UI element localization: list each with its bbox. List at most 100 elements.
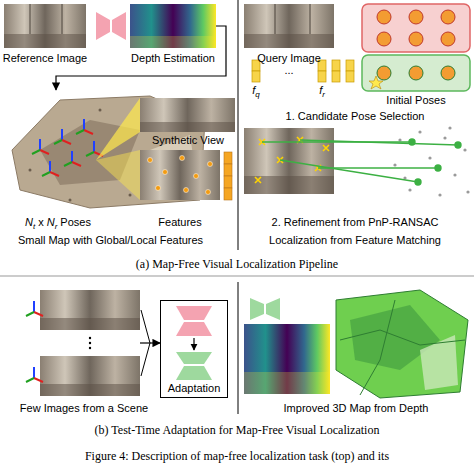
pose-axes xyxy=(26,367,43,382)
improved-map: Improved 3D Map from Depth xyxy=(242,288,470,398)
node-label: Improved 3D Map from Depth xyxy=(284,402,429,415)
pose-axes xyxy=(64,151,81,166)
depth-map xyxy=(244,324,330,394)
node-label: Query Image xyxy=(257,52,321,65)
matching-image xyxy=(323,145,329,151)
image-label: Synthetic View xyxy=(152,134,224,147)
3d-mesh xyxy=(336,290,468,398)
divider-line xyxy=(238,282,239,414)
panel-caption: (a) Map-Free Visual Localization Pipelin… xyxy=(136,257,338,271)
arrow-connector xyxy=(140,342,160,343)
adaptation-icons xyxy=(176,322,212,336)
pose-axes xyxy=(26,301,43,382)
3d-points xyxy=(443,136,446,139)
pose-count-label: x xyxy=(38,216,44,228)
ellipsis: ... xyxy=(284,64,293,77)
adaptation-icons xyxy=(176,352,212,364)
feature-vector xyxy=(346,71,354,82)
candidate-pose-grid xyxy=(362,55,470,91)
candidate-pose-grid xyxy=(409,10,423,24)
depth-map xyxy=(130,4,216,48)
feature-symbol: f xyxy=(319,84,322,96)
panorama-image xyxy=(4,4,86,48)
divider-line xyxy=(0,0,474,414)
scene-image xyxy=(40,318,140,330)
depth-image: Depth Estimation xyxy=(130,4,216,48)
candidate-pose-grid xyxy=(377,66,455,80)
scene-image xyxy=(40,290,140,330)
image-label: Synthetic View xyxy=(152,134,224,146)
ellipsis-dots xyxy=(89,342,91,344)
feature-vector xyxy=(252,71,260,82)
panel-caption: (b) Test-Time Adaptation for Map-Free Vi… xyxy=(95,423,380,437)
pose-axes xyxy=(32,119,103,176)
adaptation-box: Adaptation xyxy=(160,300,228,398)
match-lines xyxy=(455,142,461,148)
panorama-image xyxy=(4,34,86,48)
map-panel: Small Map with Global/Local Features xyxy=(8,90,213,210)
query-image xyxy=(244,34,334,48)
subscript: t xyxy=(33,222,35,231)
feature-vector xyxy=(224,152,232,200)
3d-points xyxy=(408,188,411,191)
subscript: q xyxy=(255,90,259,99)
match-lines xyxy=(262,139,461,185)
ellipsis-dots xyxy=(89,337,91,339)
pose-axes xyxy=(42,161,59,176)
3d-mesh xyxy=(360,300,395,395)
pose-axes xyxy=(54,129,71,144)
depth-map xyxy=(244,324,330,394)
3d-points xyxy=(398,138,401,141)
depth-map xyxy=(130,4,216,48)
feature-symbol: f xyxy=(252,84,255,96)
feature-image xyxy=(208,162,213,167)
feature-vector xyxy=(224,152,232,164)
view-frustum xyxy=(96,98,140,160)
feature-image xyxy=(140,150,220,200)
panel-caption: (b) Test-Time Adaptation for Map-Free Vi… xyxy=(95,423,380,437)
panel-caption: (a) Map-Free Visual Localization Pipelin… xyxy=(136,257,338,271)
candidate-pose-grid xyxy=(441,32,455,46)
candidate-pose-grid xyxy=(377,32,391,46)
3d-points xyxy=(393,163,396,166)
candidate-pose-grid xyxy=(409,66,423,80)
candidate-pose-grid xyxy=(377,66,391,80)
point-cloud-map xyxy=(129,194,132,197)
view-frustum xyxy=(96,150,140,200)
pose-count-label: N xyxy=(25,216,33,228)
depth-map xyxy=(130,36,216,48)
candidate-pose-grid xyxy=(369,76,383,89)
3d-mesh xyxy=(336,290,468,398)
feature-vector xyxy=(224,164,232,176)
ellipsis-dots xyxy=(89,347,91,349)
pose-count-label: NtxNrPoses xyxy=(25,216,91,233)
3d-points xyxy=(466,190,469,193)
image-label: Initial Poses xyxy=(386,94,445,107)
3d-points xyxy=(448,126,451,129)
feature-image xyxy=(194,174,199,179)
point-cloud-map xyxy=(69,199,72,202)
adapted-model-icon xyxy=(266,298,280,320)
pose-axes xyxy=(26,301,43,316)
3d-points xyxy=(453,173,456,176)
query-image: Query Image xyxy=(244,4,334,48)
panorama-image xyxy=(4,4,86,48)
feature-image xyxy=(148,158,153,163)
adapted-model-icon xyxy=(250,298,264,320)
pose-axes xyxy=(32,139,49,154)
feature-vector xyxy=(332,60,340,71)
candidate-pose-grid xyxy=(377,10,455,46)
matching-image xyxy=(255,177,261,183)
node-label: Reference Image xyxy=(3,52,87,65)
adaptation-icons xyxy=(176,306,212,320)
feature-vector xyxy=(332,71,340,82)
node-label: Depth Estimation xyxy=(131,52,215,65)
merge-bracket xyxy=(141,310,150,376)
divider-line xyxy=(0,276,474,277)
feature-image xyxy=(206,190,211,195)
query-image xyxy=(275,4,276,34)
point-cloud-map xyxy=(29,169,32,172)
query-image xyxy=(244,4,334,48)
